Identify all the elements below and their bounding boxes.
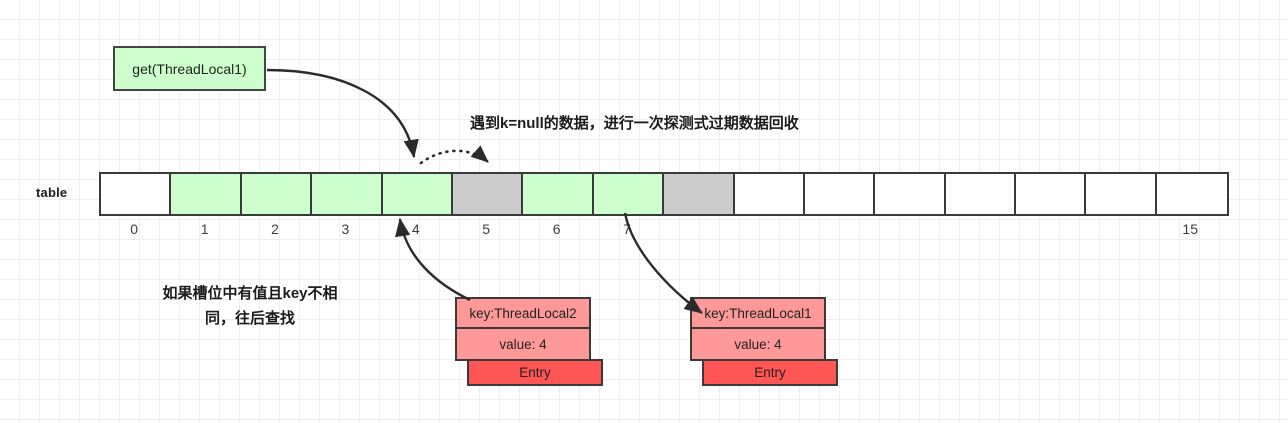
note-linear-probe-line1: 如果槽位中有值且key不相: [162, 285, 338, 302]
array-index-15: 15: [1182, 221, 1198, 237]
entry-key-2: key:ThreadLocal1: [692, 299, 824, 329]
table-cell-1[interactable]: [171, 174, 242, 214]
entry-key-1: key:ThreadLocal2: [457, 299, 589, 329]
table-cell-5[interactable]: [452, 174, 524, 214]
table-cell-8[interactable]: [664, 174, 735, 214]
table-cell-13[interactable]: [1016, 174, 1087, 214]
entry-kv-1: key:ThreadLocal2 value: 4: [455, 297, 591, 361]
table-cell-4[interactable]: [382, 174, 453, 214]
table-cell-0[interactable]: [101, 174, 172, 214]
table-cell-10[interactable]: [804, 174, 876, 214]
array-index-2: 2: [271, 221, 279, 237]
entry-type-label-1: Entry: [467, 359, 603, 386]
table-cell-7[interactable]: [593, 174, 665, 214]
entry-value-1: value: 4: [499, 336, 547, 352]
array-index-4: 4: [411, 221, 420, 237]
array-index-0: 0: [130, 221, 139, 237]
get-call-label: get(ThreadLocal1): [132, 60, 247, 77]
table-cell-9[interactable]: [734, 174, 805, 214]
table-label: table: [36, 185, 68, 200]
array-index-5: 5: [482, 221, 491, 237]
table-cell-6[interactable]: [523, 174, 594, 214]
table-cell-11[interactable]: [875, 174, 946, 214]
note-stale-cleanup: 遇到k=null的数据，进行一次探测式过期数据回收: [470, 115, 799, 132]
note-linear-probe-line2: 同，往后查找: [204, 310, 295, 327]
array-index-6: 6: [552, 221, 561, 237]
get-call-box[interactable]: get(ThreadLocal1): [113, 46, 266, 91]
array-index-1: 1: [200, 221, 209, 237]
table-array: [99, 172, 1230, 216]
table-cell-14[interactable]: [1086, 174, 1157, 214]
array-index-3: 3: [341, 221, 350, 237]
table-cell-2[interactable]: [241, 174, 313, 214]
table-cell-15[interactable]: [1156, 174, 1228, 214]
note-linear-probe: 如果槽位中有值且key不相 同，往后查找: [110, 281, 390, 331]
table-cell-3[interactable]: [312, 174, 383, 214]
entry-kv-2: key:ThreadLocal1 value: 4: [690, 297, 826, 361]
entry-value-2: value: 4: [734, 336, 782, 352]
entry-slot-7: Entry key:ThreadLocal1 value: 4: [690, 297, 838, 386]
table-cell-12[interactable]: [945, 174, 1017, 214]
entry-type-label-2: Entry: [702, 359, 838, 386]
entry-slot-4: Entry key:ThreadLocal2 value: 4: [455, 297, 603, 386]
array-index-7: 7: [623, 221, 631, 237]
